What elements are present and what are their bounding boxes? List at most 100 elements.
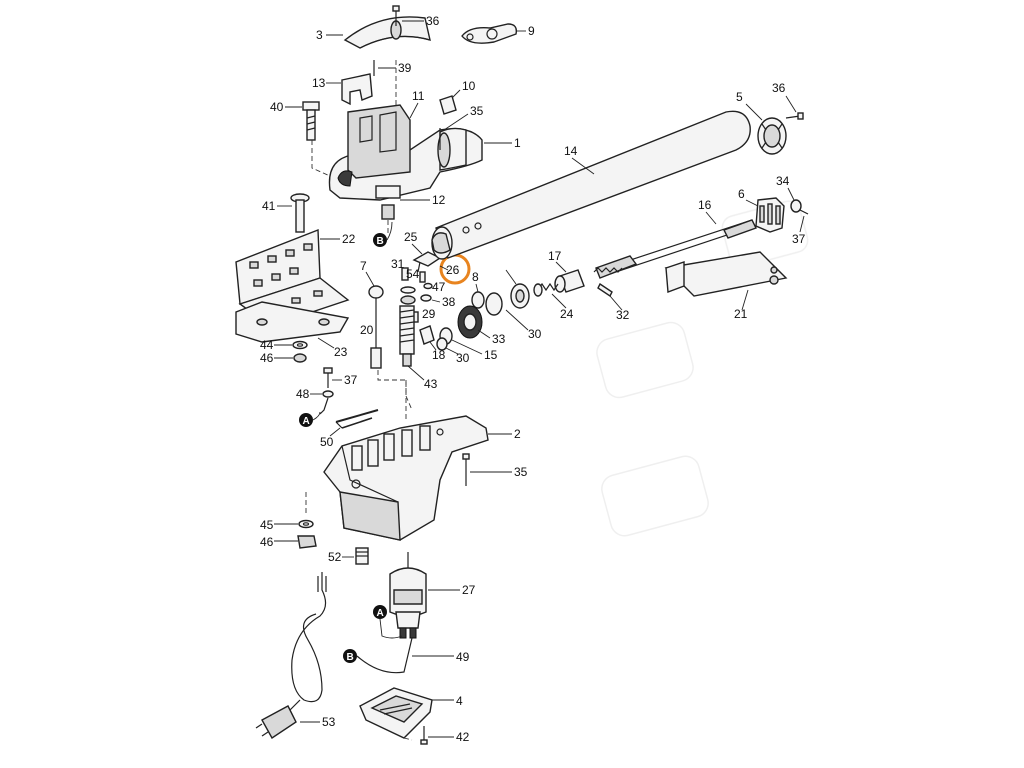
label-32: 32 — [616, 308, 630, 322]
label-40: 40 — [270, 100, 284, 114]
callout-a-lower: A — [373, 605, 403, 639]
part-30a-bearing — [485, 292, 503, 316]
label-34: 34 — [776, 174, 790, 188]
part-14-arm-tube — [431, 110, 751, 260]
part-16-lead-screw — [595, 219, 757, 279]
label-9: 9 — [528, 24, 535, 38]
callout-b-lower: B — [343, 649, 357, 663]
label-33: 33 — [492, 332, 506, 346]
label-16: 16 — [698, 198, 712, 212]
part-5-end-cap — [757, 117, 787, 155]
label-36a: 36 — [426, 14, 440, 28]
part-52-cable-gland — [355, 547, 369, 565]
label-37a: 37 — [344, 373, 358, 387]
label-20: 20 — [360, 323, 374, 337]
part-32-pin — [597, 282, 613, 298]
label-6: 6 — [738, 187, 745, 201]
part-46b-nut — [297, 535, 317, 549]
label-46a: 46 — [260, 351, 274, 365]
part-38-ring — [420, 294, 432, 302]
label-2: 2 — [514, 427, 521, 441]
label-37b: 37 — [792, 232, 806, 246]
label-18: 18 — [432, 348, 446, 362]
label-27: 27 — [462, 583, 476, 597]
part-45-washer — [298, 519, 314, 529]
part-28-bearing — [510, 283, 530, 309]
label-14: 14 — [564, 144, 578, 158]
part-9-key — [461, 23, 518, 44]
label-45: 45 — [260, 518, 274, 532]
part-washer-stack — [400, 286, 416, 305]
part-10-knob — [439, 95, 457, 115]
part-23-plate — [235, 301, 350, 343]
label-47: 47 — [432, 280, 446, 294]
label-42: 42 — [456, 730, 470, 744]
label-23: 23 — [334, 345, 348, 359]
part-53-power-cable — [255, 572, 327, 740]
label-5: 5 — [736, 90, 743, 104]
watermark — [596, 200, 809, 537]
part-46a-nut — [293, 353, 307, 363]
label-52: 52 — [328, 550, 342, 564]
part-30b-washer — [436, 337, 448, 351]
label-3: 3 — [316, 28, 323, 42]
part-18-pin — [419, 325, 435, 345]
label-30a: 30 — [456, 351, 470, 365]
part-7-cap — [368, 285, 384, 299]
label-11: 11 — [412, 89, 425, 103]
part-21-rear-bracket — [664, 251, 788, 297]
label-8: 8 — [472, 270, 479, 284]
label-10: 10 — [462, 79, 476, 93]
part-44-washer — [292, 340, 308, 350]
label-22: 22 — [342, 232, 356, 246]
label-24: 24 — [560, 307, 574, 321]
label-25: 25 — [404, 230, 418, 244]
part-8-washer — [471, 291, 485, 309]
label-4: 4 — [456, 694, 463, 708]
part-49-wire — [356, 637, 413, 674]
label-43: 43 — [424, 377, 438, 391]
label-41: 41 — [262, 199, 276, 213]
label-29: 29 — [422, 307, 436, 321]
part-48-terminal — [319, 390, 334, 415]
part-40-bolt — [302, 101, 320, 141]
label-35b: 35 — [514, 465, 528, 479]
part-47-washer — [423, 282, 433, 290]
label-49: 49 — [456, 650, 470, 664]
part-33-gear — [457, 305, 483, 339]
label-36b: 36 — [772, 81, 786, 95]
label-54: 54 — [406, 267, 420, 281]
label-48: 48 — [296, 387, 310, 401]
part-43-worm-shaft — [399, 305, 415, 367]
label-31: 31 — [391, 257, 405, 271]
part-50-wire-spring — [335, 409, 379, 429]
part-6-gear-hub — [755, 197, 785, 233]
part-35b-screw — [462, 453, 470, 486]
label-7: 7 — [360, 259, 367, 273]
label-26: 26 — [446, 263, 460, 277]
part-24-spring — [533, 282, 559, 297]
label-15: 15 — [484, 348, 498, 362]
label-21: 21 — [734, 307, 748, 321]
label-17: 17 — [548, 249, 562, 263]
part-36-screw-b — [785, 112, 804, 120]
part-17-nut — [554, 269, 585, 293]
label-53: 53 — [322, 715, 336, 729]
svg-text:A: A — [377, 608, 384, 619]
part-42-screw — [420, 726, 428, 745]
label-44: 44 — [260, 338, 274, 352]
label-12: 12 — [432, 193, 446, 207]
part-spring-16b — [593, 267, 623, 273]
part-27-motor — [389, 552, 427, 639]
part-36-screw-top — [392, 5, 400, 26]
svg-text:A: A — [303, 416, 310, 427]
part-31-spring — [401, 267, 409, 281]
label-50: 50 — [320, 435, 334, 449]
part-34-ring — [790, 199, 802, 213]
part-41-bolt — [290, 193, 310, 233]
label-1: 1 — [514, 136, 521, 150]
part-20-rod — [370, 298, 382, 369]
callout-a-upper: A — [299, 411, 321, 427]
